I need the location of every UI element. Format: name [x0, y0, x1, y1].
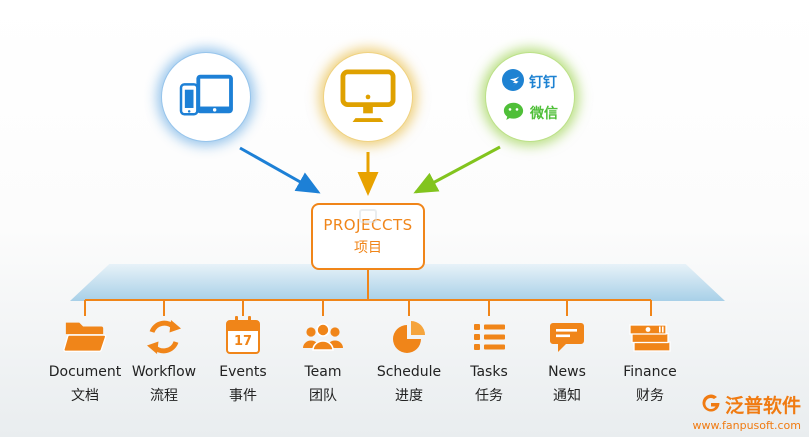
module-tasks: Tasks 任务 — [443, 316, 535, 405]
calendar-icon: 17 — [226, 316, 260, 354]
module-label-zh: 事件 — [229, 388, 257, 404]
module-document: Document 文档 — [39, 316, 131, 405]
arrow-mobile — [239, 146, 321, 194]
module-label-zh: 团队 — [309, 388, 337, 404]
banknotes-icon — [604, 316, 696, 358]
calendar-day: 17 — [233, 334, 253, 349]
module-label-en: Schedule — [376, 364, 442, 380]
module-label-en: Team — [304, 364, 342, 380]
module-label-en: Events — [219, 364, 267, 380]
wechat-row: 微信 — [502, 101, 558, 126]
arrow-apps — [413, 145, 501, 194]
wechat-label: 微信 — [530, 106, 558, 122]
module-label-zh: 文档 — [71, 388, 99, 404]
module-team: Team 团队 — [277, 316, 369, 405]
module-label-zh: 任务 — [475, 388, 503, 404]
module-label-en: News — [548, 364, 586, 380]
dingtalk-row: 钉钉 — [502, 68, 558, 95]
chat-bubble-icon — [521, 316, 613, 358]
source-circle-apps: 钉钉 微信 — [486, 53, 574, 141]
source-circle-desktop — [324, 53, 412, 141]
project-subtitle: 项目 — [354, 240, 382, 256]
brand-name: 泛普软件 — [724, 395, 801, 417]
source-circle-mobile — [162, 53, 250, 141]
fanpu-logo-icon — [701, 393, 721, 417]
calendar-ring-right — [248, 316, 251, 324]
module-label-zh: 财务 — [636, 388, 664, 404]
pie-chart-icon — [363, 316, 455, 358]
module-label-zh: 进度 — [395, 388, 423, 404]
module-schedule: Schedule 进度 — [363, 316, 455, 405]
calendar-ring-left — [235, 316, 238, 324]
desktop-monitor-icon — [339, 68, 397, 126]
module-finance: Finance 财务 — [604, 316, 696, 405]
module-label-en: Workflow — [131, 364, 197, 380]
brand-url: www.fanpusoft.com — [692, 419, 801, 432]
wechat-icon — [502, 101, 525, 126]
project-watermark-icon — [359, 209, 377, 223]
mobile-tablet-icon — [175, 70, 237, 124]
project-box: PROJECCTS 项目 — [311, 203, 425, 270]
module-label-zh: 流程 — [150, 388, 178, 404]
project-title: PROJECCTS — [323, 216, 413, 234]
workflow-icon — [118, 316, 210, 358]
task-list-icon — [443, 316, 535, 358]
dingtalk-icon — [502, 68, 524, 95]
module-news: News 通知 — [521, 316, 613, 405]
module-label-en: Tasks — [470, 364, 508, 380]
folder-icon — [39, 316, 131, 358]
fanpu-branding-link[interactable]: 泛普软件 www.fanpusoft.com — [693, 391, 801, 432]
module-label-zh: 通知 — [553, 388, 581, 404]
module-label-en: Finance — [623, 364, 677, 380]
calendar-header — [228, 322, 258, 331]
module-workflow: Workflow 流程 — [118, 316, 210, 405]
module-events: 17 Events 事件 — [197, 316, 289, 405]
team-icon — [277, 316, 369, 358]
dingtalk-label: 钉钉 — [529, 74, 557, 91]
module-label-en: Document — [48, 364, 122, 380]
